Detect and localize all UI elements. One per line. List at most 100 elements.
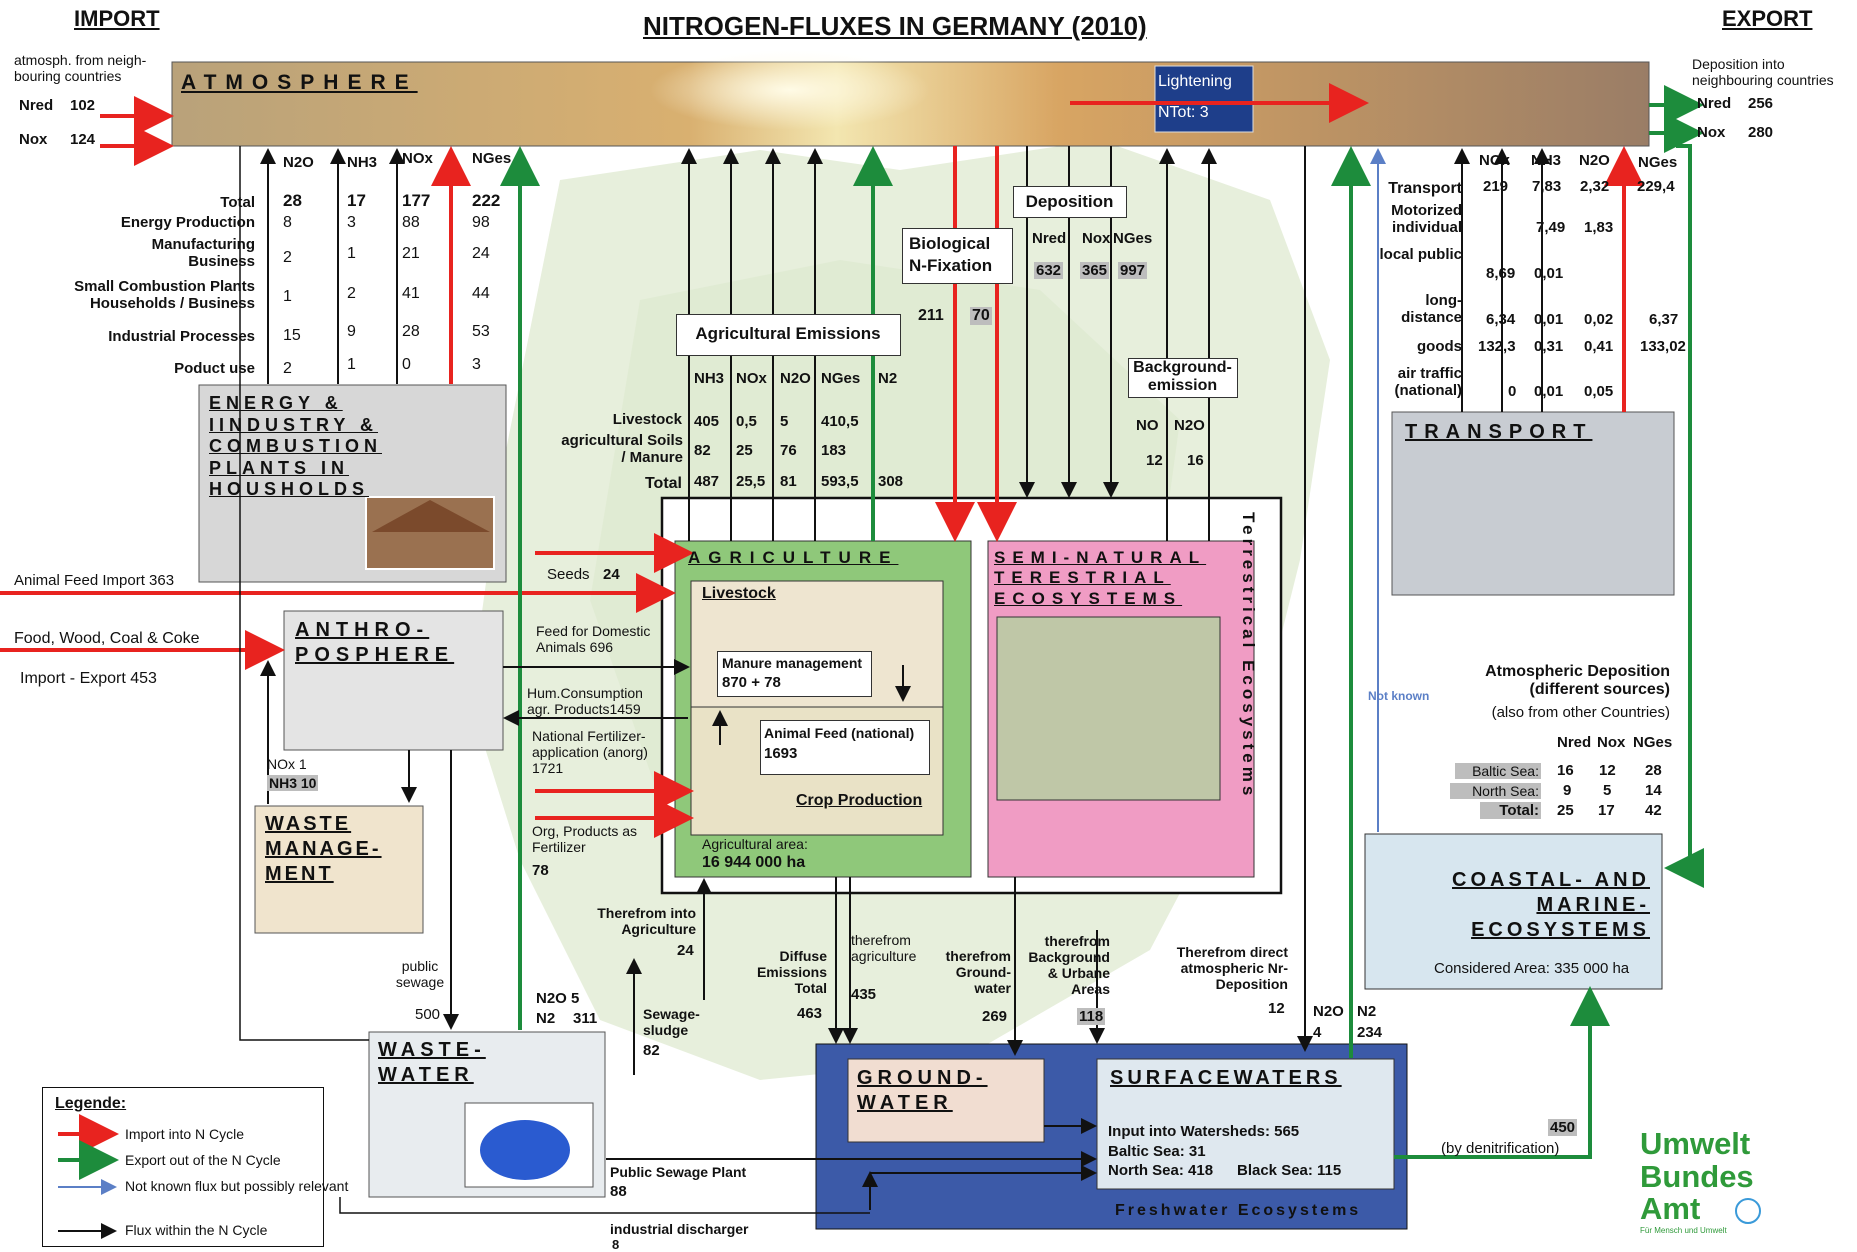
- atm-dep-cell: 16: [1557, 762, 1574, 779]
- atm-dep-row-label: North Sea:: [1450, 783, 1541, 800]
- energy-row-label: Poduct use: [174, 360, 255, 377]
- deposition-value: 997: [1118, 262, 1148, 280]
- transport-cell: 6,37: [1649, 311, 1679, 328]
- transport-cell: 219: [1483, 178, 1509, 195]
- public-sewage-value: 500: [415, 1006, 441, 1023]
- agri-em-cell: 81: [780, 473, 797, 490]
- therefrom-background-value: 118: [1077, 1008, 1106, 1026]
- atm-nred-label: Nred: [19, 97, 54, 114]
- transport-cell: 7,49: [1536, 219, 1566, 236]
- deposition-value: 365: [1080, 262, 1110, 280]
- energy-cell: 17: [347, 191, 366, 210]
- wastewater-label: WASTE-WATER: [378, 1039, 486, 1086]
- atm-dep-cell: 17: [1598, 802, 1615, 819]
- agri-em-head: N2: [878, 370, 898, 387]
- coastal-label: COASTAL- AND MARINE-ECOSYSTEMS: [1452, 869, 1650, 941]
- agri-em-cell: 405: [694, 413, 720, 430]
- transport-row-label: Transport: [1388, 180, 1462, 197]
- atm-nox-value: 124: [70, 131, 96, 148]
- not-known-label: Not known: [1368, 689, 1430, 703]
- exp-nox-value: 280: [1748, 124, 1774, 141]
- export-heading: EXPORT: [1722, 6, 1813, 31]
- energy-cell: 8: [283, 214, 292, 231]
- atm-dep-cell: 14: [1645, 782, 1662, 799]
- sewage-sludge: Sewage-sludge: [643, 1006, 700, 1039]
- agri-em-cell: 76: [780, 442, 797, 459]
- deposition-value: 632: [1034, 262, 1064, 280]
- import-arrows: [0, 83, 1644, 838]
- energy-cell: 0: [402, 356, 411, 373]
- page-title: NITROGEN-FLUXES IN GERMANY (2010): [643, 11, 1147, 41]
- atm-dep-row-label: Total:: [1480, 802, 1541, 820]
- sw-n2-label: N2: [1357, 1003, 1377, 1020]
- energy-cell: 222: [472, 191, 501, 210]
- deposition-head: Nred: [1032, 230, 1067, 247]
- energy-box-label: ENERGY & IINDUSTRY & COMBUSTION PLANTS I…: [209, 393, 382, 500]
- energy-cell: 3: [472, 356, 481, 373]
- energy-cell: 88: [402, 214, 420, 231]
- legend-item: Export out of the N Cycle: [125, 1152, 281, 1168]
- therefrom-groundwater: therefrom Ground-water: [945, 948, 1011, 997]
- transport-cell: 0,31: [1534, 338, 1564, 355]
- energy-cell: 177: [402, 191, 431, 210]
- agri-em-head: NGes: [821, 370, 861, 387]
- energy-head: N2O: [283, 154, 314, 171]
- sw-north: North Sea: 418: [1108, 1162, 1214, 1179]
- transport-box-label: TRANSPORT: [1405, 421, 1593, 443]
- agri-em-cell: 25,5: [736, 473, 766, 490]
- coastal-area: Considered Area: 335 000 ha: [1434, 960, 1630, 977]
- feed-domestic: Feed for Domestic Animals 696: [536, 623, 651, 656]
- import-export: Import - Export 453: [20, 670, 157, 687]
- energy-head: NOx: [402, 150, 433, 167]
- energy-head: NH3: [347, 154, 378, 171]
- atm-nox-label: Nox: [19, 131, 48, 148]
- transport-cell: 133,02: [1640, 338, 1686, 355]
- transport-cell: 229,4: [1637, 178, 1675, 195]
- agri-em-cell: 593,5: [821, 473, 859, 490]
- energy-row-label: Energy Production: [120, 214, 255, 231]
- terrestrial-label: Terrestrical Ecosystems: [1239, 512, 1258, 800]
- energy-cell: 9: [347, 323, 356, 340]
- org-products-value: 78: [532, 862, 549, 879]
- therefrom-agri-value: 24: [677, 942, 694, 959]
- atm-dep-row-label: Baltic Sea:: [1455, 763, 1541, 780]
- deposition-head: NGes: [1113, 230, 1153, 247]
- deposition-box: Deposition: [1013, 186, 1127, 218]
- diffuse-emissions: Diffuse Emissions Total: [756, 948, 827, 997]
- exp-nred-label: Nred: [1697, 95, 1732, 112]
- wastewater-n2-value: 311: [573, 1010, 598, 1027]
- energy-row-label: Small Combustion Plants Households / Bus…: [74, 278, 255, 313]
- therefrom-background: therefrom Background & Urbane Areas: [1028, 933, 1110, 998]
- transport-cell: 0,02: [1584, 311, 1614, 328]
- crop-production-label: Crop Production: [796, 792, 923, 809]
- logo-line: Bundes: [1640, 1158, 1754, 1194]
- wastewater-n2: N2: [536, 1010, 556, 1027]
- national-fertilizer: National Fertilizer-application (anorg) …: [532, 728, 648, 777]
- atm-dep-cell: 12: [1599, 762, 1616, 779]
- uba-logo: Umwelt Bundes Amt Für Mensch und Umwelt: [1640, 1127, 1754, 1235]
- exp-nox-label: Nox: [1697, 124, 1726, 141]
- therefrom-agriculture-value: 435: [851, 986, 877, 1003]
- org-products: Org, Products as Fertilizer: [532, 823, 638, 856]
- legend-item: Not known flux but possibly relevant: [125, 1178, 349, 1194]
- transport-cell: 0,01: [1534, 265, 1564, 282]
- lightening-value: NTot: 3: [1158, 104, 1209, 121]
- seeds-value: 24: [603, 566, 620, 583]
- lightening-label: Lightening: [1158, 73, 1232, 90]
- energy-cell: 98: [472, 214, 490, 231]
- agri-em-cell: 183: [821, 442, 847, 459]
- energy-row-label: Industrial Processes: [108, 328, 255, 345]
- biological-value-1: 211: [918, 307, 944, 324]
- energy-cell: 15: [283, 327, 301, 344]
- legend-title: Legende:: [55, 1095, 127, 1112]
- energy-row-label: Total: [220, 194, 255, 211]
- atm-dep-head: Nred: [1557, 734, 1592, 751]
- energy-cell: 1: [347, 356, 356, 373]
- diffuse-value: 463: [797, 1005, 823, 1022]
- agri-em-head: N2O: [780, 370, 811, 387]
- animal-feed-value: 1693: [764, 745, 798, 762]
- transport-cell: 0,41: [1584, 338, 1614, 355]
- energy-cell: 28: [283, 191, 302, 210]
- atm-dep-sub: (also from other Countries): [1491, 704, 1670, 721]
